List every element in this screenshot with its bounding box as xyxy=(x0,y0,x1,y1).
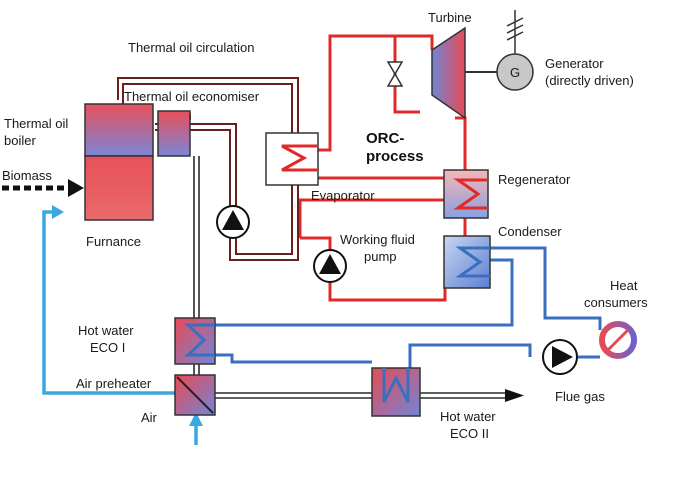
regenerator xyxy=(443,169,489,219)
generator-symbol: G xyxy=(510,65,520,80)
evaporator xyxy=(265,132,319,186)
label-air: Air xyxy=(141,410,158,425)
thermal-oil-pump-icon xyxy=(222,210,244,230)
label-hot-water-eco1-2: ECO I xyxy=(90,340,125,355)
thermal-oil-economiser xyxy=(157,110,191,157)
label-working-fluid-pump-1: Working fluid xyxy=(340,232,415,247)
hot-water-eco2-coil-icon xyxy=(382,368,410,403)
label-orc-1: ORC- xyxy=(366,130,404,147)
label-biomass: Biomass xyxy=(2,168,52,183)
label-condenser: Condenser xyxy=(498,224,562,239)
air-inlet-up-arrow-icon xyxy=(189,412,203,426)
furnace xyxy=(84,155,154,221)
heat-consumers-mark xyxy=(605,327,631,353)
label-heat-consumers-2: consumers xyxy=(584,295,648,310)
air-pipes xyxy=(42,210,175,395)
label-turbine: Turbine xyxy=(428,10,472,25)
label-thermal-oil-economiser: Thermal oil economiser xyxy=(124,89,260,104)
label-heat-consumers-1: Heat xyxy=(610,278,638,293)
label-flue-gas: Flue gas xyxy=(555,389,605,404)
evaporator-coil-icon xyxy=(281,144,318,172)
condenser-coil-icon xyxy=(455,246,490,278)
label-regenerator: Regenerator xyxy=(498,172,571,187)
air-inlet-arrow-icon xyxy=(52,205,64,219)
flue-gas-arrow-icon xyxy=(505,389,524,402)
label-evaporator: Evaporator xyxy=(311,188,375,203)
grid-connection-icon xyxy=(506,10,524,54)
air-preheater-divider xyxy=(176,376,214,414)
label-furnance: Furnance xyxy=(86,234,141,249)
regenerator-coil-icon xyxy=(453,178,488,210)
flue-gas-pipes xyxy=(193,156,505,399)
label-hot-water-eco2-2: ECO II xyxy=(450,426,489,441)
hot-water-eco1-coil-icon xyxy=(184,323,215,357)
label-thermal-oil-boiler-1: Thermal oil xyxy=(4,116,68,131)
label-hot-water-eco2-1: Hot water xyxy=(440,409,496,424)
bypass-valve-icon xyxy=(386,61,404,87)
label-generator-2: (directly driven) xyxy=(545,73,634,88)
label-working-fluid-pump-2: pump xyxy=(364,249,397,264)
water-pipes xyxy=(215,246,602,368)
label-thermal-oil-circulation: Thermal oil circulation xyxy=(128,40,254,55)
label-thermal-oil-boiler-2: boiler xyxy=(4,133,36,148)
label-air-preheater: Air preheater xyxy=(76,376,152,391)
heat-consumer-pump-icon xyxy=(552,346,573,368)
label-hot-water-eco1-1: Hot water xyxy=(78,323,134,338)
label-generator-1: Generator xyxy=(545,56,604,71)
turbine xyxy=(431,26,466,120)
biomass-feed-arrow-icon xyxy=(2,179,84,197)
thermal-oil-boiler xyxy=(84,103,154,157)
label-orc-2: process xyxy=(366,148,424,165)
condenser xyxy=(443,235,491,289)
working-fluid-pump-icon xyxy=(319,254,341,274)
